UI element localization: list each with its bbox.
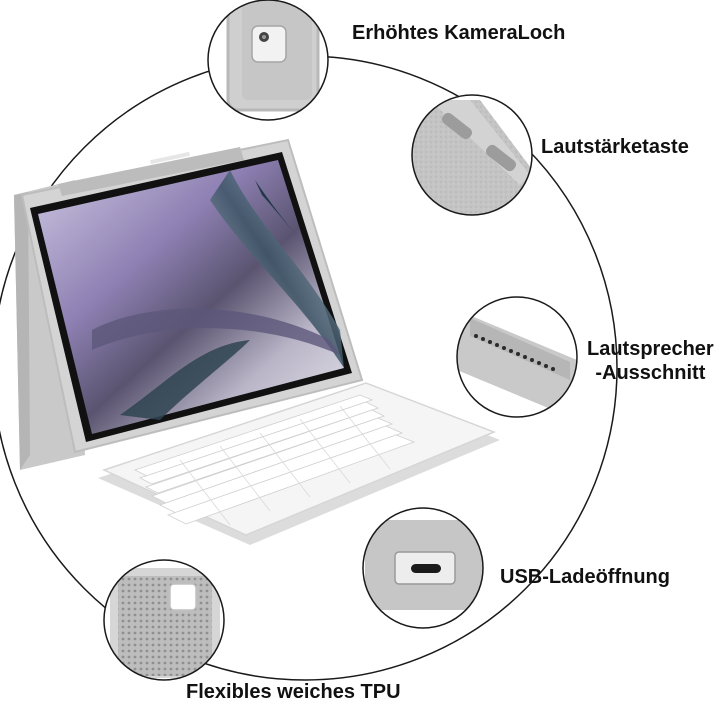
label-tpu: Flexibles weiches TPU bbox=[186, 681, 401, 703]
volume-detail bbox=[411, 94, 533, 216]
speaker-detail bbox=[456, 296, 578, 418]
label-speaker-line2: -Ausschnitt bbox=[595, 362, 706, 384]
label-usb: USB-Ladeöffnung bbox=[500, 566, 670, 588]
usb-detail bbox=[362, 507, 484, 629]
label-camera: Erhöhtes KameraLoch bbox=[352, 22, 566, 44]
tpu-detail bbox=[103, 559, 225, 681]
keyboard bbox=[98, 382, 500, 545]
label-speaker-line1: Lautsprecher bbox=[587, 338, 714, 360]
camera-detail bbox=[207, 0, 329, 121]
label-volume: Lautstärketaste bbox=[541, 136, 689, 158]
label-speaker: Lautsprecher -Ausschnitt bbox=[587, 337, 714, 385]
tablet-screen bbox=[38, 160, 344, 434]
